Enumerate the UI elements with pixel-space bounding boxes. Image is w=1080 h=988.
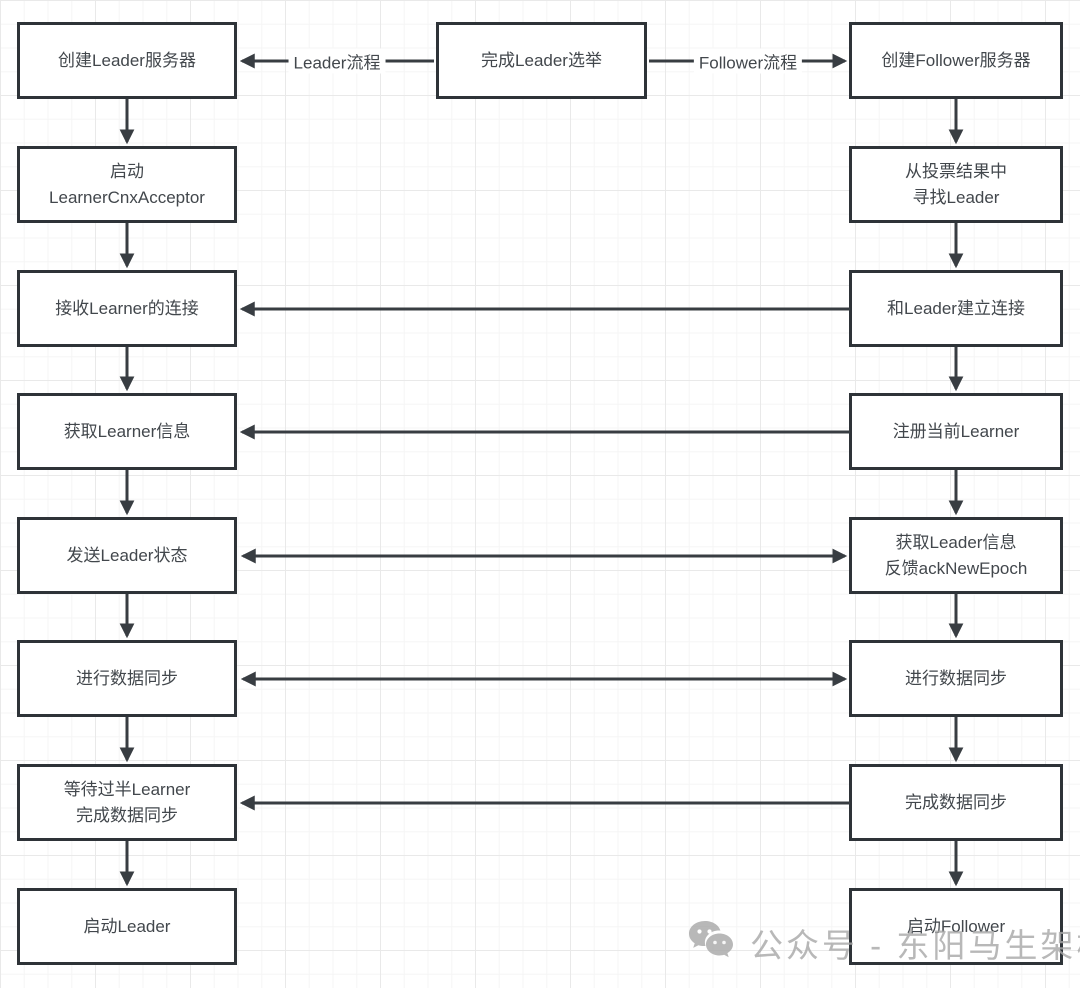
node-accept-learner-connections: 接收Learner的连接 [17, 270, 237, 347]
node-follower-data-sync: 进行数据同步 [849, 640, 1063, 717]
node-send-leader-status: 发送Leader状态 [17, 517, 237, 594]
node-get-leader-info-ack-epoch: 获取Leader信息 反馈ackNewEpoch [849, 517, 1063, 594]
node-register-current-learner: 注册当前Learner [849, 393, 1063, 470]
edge-label-follower-flow: Follower流程 [693, 48, 803, 74]
node-wait-quorum-sync: 等待过半Learner 完成数据同步 [17, 764, 237, 841]
node-find-leader-from-votes: 从投票结果中 寻找Leader [849, 146, 1063, 223]
watermark: 公众号 - 东阳马生架构 [688, 919, 1080, 967]
watermark-text: 公众号 - 东阳马生架构 [750, 927, 1080, 964]
node-create-leader-server: 创建Leader服务器 [17, 22, 237, 99]
node-finish-data-sync: 完成数据同步 [849, 764, 1063, 841]
node-leader-election-done: 完成Leader选举 [436, 22, 647, 99]
node-start-leader: 启动Leader [17, 888, 237, 965]
node-start-follower: 启动Follower [849, 888, 1063, 965]
node-create-follower-server: 创建Follower服务器 [849, 22, 1063, 99]
node-leader-data-sync: 进行数据同步 [17, 640, 237, 717]
wechat-icon [689, 921, 733, 958]
node-get-learner-info: 获取Learner信息 [17, 393, 237, 470]
node-connect-to-leader: 和Leader建立连接 [849, 270, 1063, 347]
edge-label-leader-flow: Leader流程 [288, 48, 386, 74]
node-start-learner-cnx-acceptor: 启动 LearnerCnxAcceptor [17, 146, 237, 223]
